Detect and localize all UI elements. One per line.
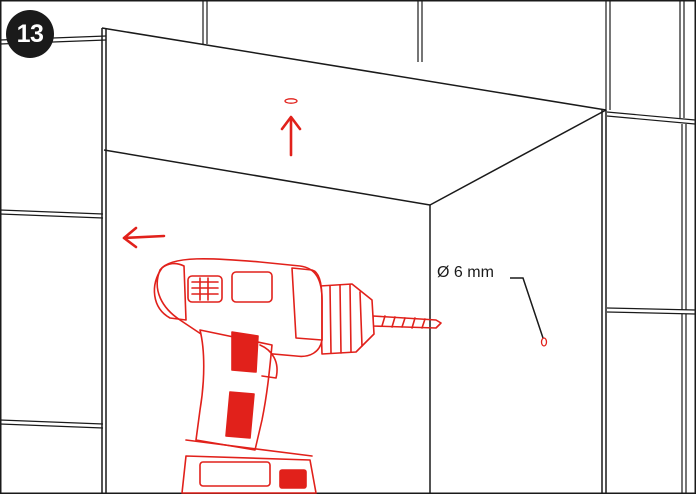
arrow-up-icon — [280, 115, 302, 157]
side-hole-marker — [540, 337, 548, 347]
hole-diameter-label: Ø 6 mm — [437, 264, 494, 281]
dimension-leader-line — [510, 277, 544, 339]
step-number-badge: 13 — [6, 10, 54, 58]
niche-structure — [101, 27, 607, 493]
arrow-left-icon — [122, 226, 166, 249]
top-hole-marker — [284, 98, 298, 104]
drill-icon — [153, 257, 442, 494]
